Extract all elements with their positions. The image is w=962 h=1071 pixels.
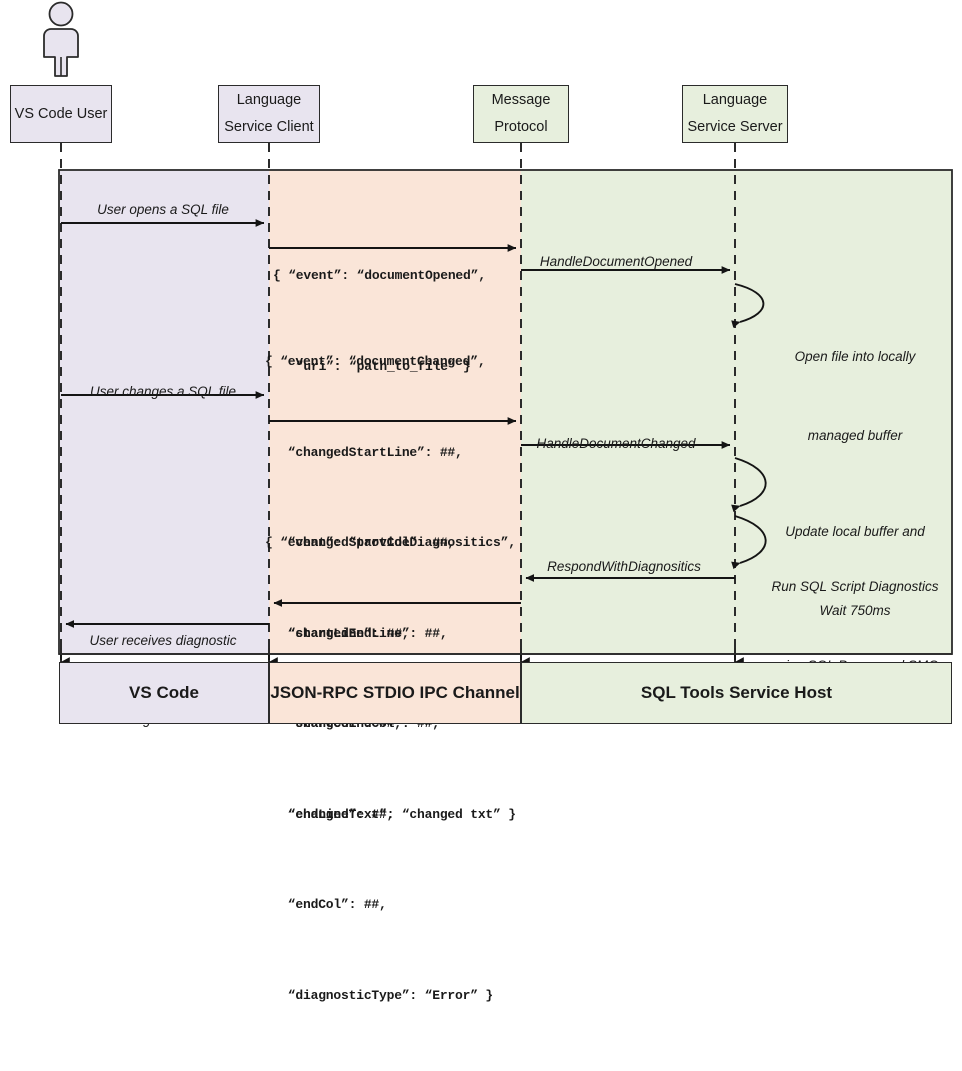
participant-label-line1: VS Code User <box>14 105 108 122</box>
payload-line: “diagnosticType”: “Error” } <box>265 987 494 1003</box>
payload-line: { “event”: “documentOpened”, <box>273 268 486 284</box>
diagram-graphics <box>43 1 953 667</box>
participant-box-language-service-server[interactable]: Language Service Server <box>682 85 788 143</box>
message-label-user-opens-file: User opens a SQL file <box>97 202 229 217</box>
participant-label-line2: Service Server <box>687 119 783 135</box>
message-label-user-changes-file: User changes a SQL file <box>89 384 237 399</box>
payload-line: “endLine”: ##, <box>265 806 395 822</box>
payload-document-opened: { “event”: “documentOpened”, “uri”: “pat… <box>273 201 486 442</box>
selfloop-open-file-arc <box>731 283 765 328</box>
selfloop-update-buffer-arc <box>731 457 767 513</box>
selfloop-run-diagnostics-arc <box>731 515 767 570</box>
footer-cell-service-host[interactable]: SQL Tools Service Host <box>521 662 952 724</box>
payload-line: { “event”: “documentChanged”, <box>265 354 486 370</box>
message-label-handle-document-changed: HandleDocumentChanged <box>536 436 696 451</box>
note-line2: Wait 750ms <box>819 602 891 618</box>
note-line2: managed buffer <box>807 427 903 443</box>
participant-label-line2: Service Client <box>224 119 314 135</box>
label-line1: User receives diagnostic <box>89 632 237 648</box>
note-line1: Open file into locally <box>794 348 916 364</box>
band-vscode <box>59 170 269 654</box>
message-label-handle-document-opened: HandleDocumentOpened <box>539 254 693 269</box>
person-icon <box>43 1 79 77</box>
payload-line: “startLine”: ##, <box>265 625 410 641</box>
payload-line: “changedStartCol”: ##, <box>265 535 456 551</box>
band-service-host <box>521 170 952 654</box>
self-note-update-buffer: Update local buffer and Wait 750ms <box>785 466 925 677</box>
participant-box-message-protocol[interactable]: Message Protocol <box>473 85 569 143</box>
payload-provide-diagnostics: { “event”: “provideDiagnositics”, “start… <box>265 468 516 1071</box>
payload-line: “changedEndLine”: ##, <box>265 625 448 641</box>
payload-line: “changedStartLine”: ##, <box>265 444 463 460</box>
footer-label: SQL Tools Service Host <box>640 683 833 702</box>
participant-label-line1: Language <box>702 92 768 109</box>
participant-label-line1: Message <box>491 92 551 109</box>
footer-cell-vs-code[interactable]: VS Code <box>59 662 269 724</box>
self-note-open-file: Open file into locally managed buffer <box>795 291 916 502</box>
participant-box-language-service-client[interactable]: Language Service Client <box>218 85 320 143</box>
note-line1: Run SQL Script Diagnostics <box>771 578 939 594</box>
payload-line: “uri”: “path_to_file” } <box>273 358 471 374</box>
participant-box-vscode-user[interactable]: VS Code User <box>10 85 112 143</box>
payload-line: “endCol”: ##, <box>265 897 387 913</box>
footer-label: VS Code <box>129 683 199 702</box>
footer-cell-ipc-channel[interactable]: JSON-RPC STDIO IPC Channel <box>269 662 521 724</box>
footer-label: JSON-RPC STDIO IPC Channel <box>270 683 520 702</box>
participant-label-line1: Language <box>236 92 302 109</box>
message-label-respond-with-diagnostics: RespondWithDiagnositics <box>547 559 701 574</box>
payload-line: { “event”: “provideDiagnositics”, <box>265 535 516 551</box>
participant-label-line2: Protocol <box>494 119 548 135</box>
band-ipc-channel <box>269 170 521 654</box>
note-line1: Update local buffer and <box>785 523 925 539</box>
sequence-diagram: VS Code User Language Service Client Mes… <box>10 1 953 1003</box>
